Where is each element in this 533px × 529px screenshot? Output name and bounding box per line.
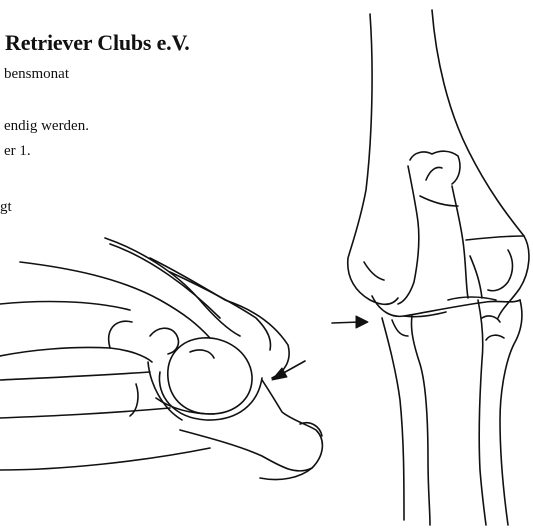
frontal-elbow-view [332,10,529,525]
lateral-elbow-view [0,238,322,480]
